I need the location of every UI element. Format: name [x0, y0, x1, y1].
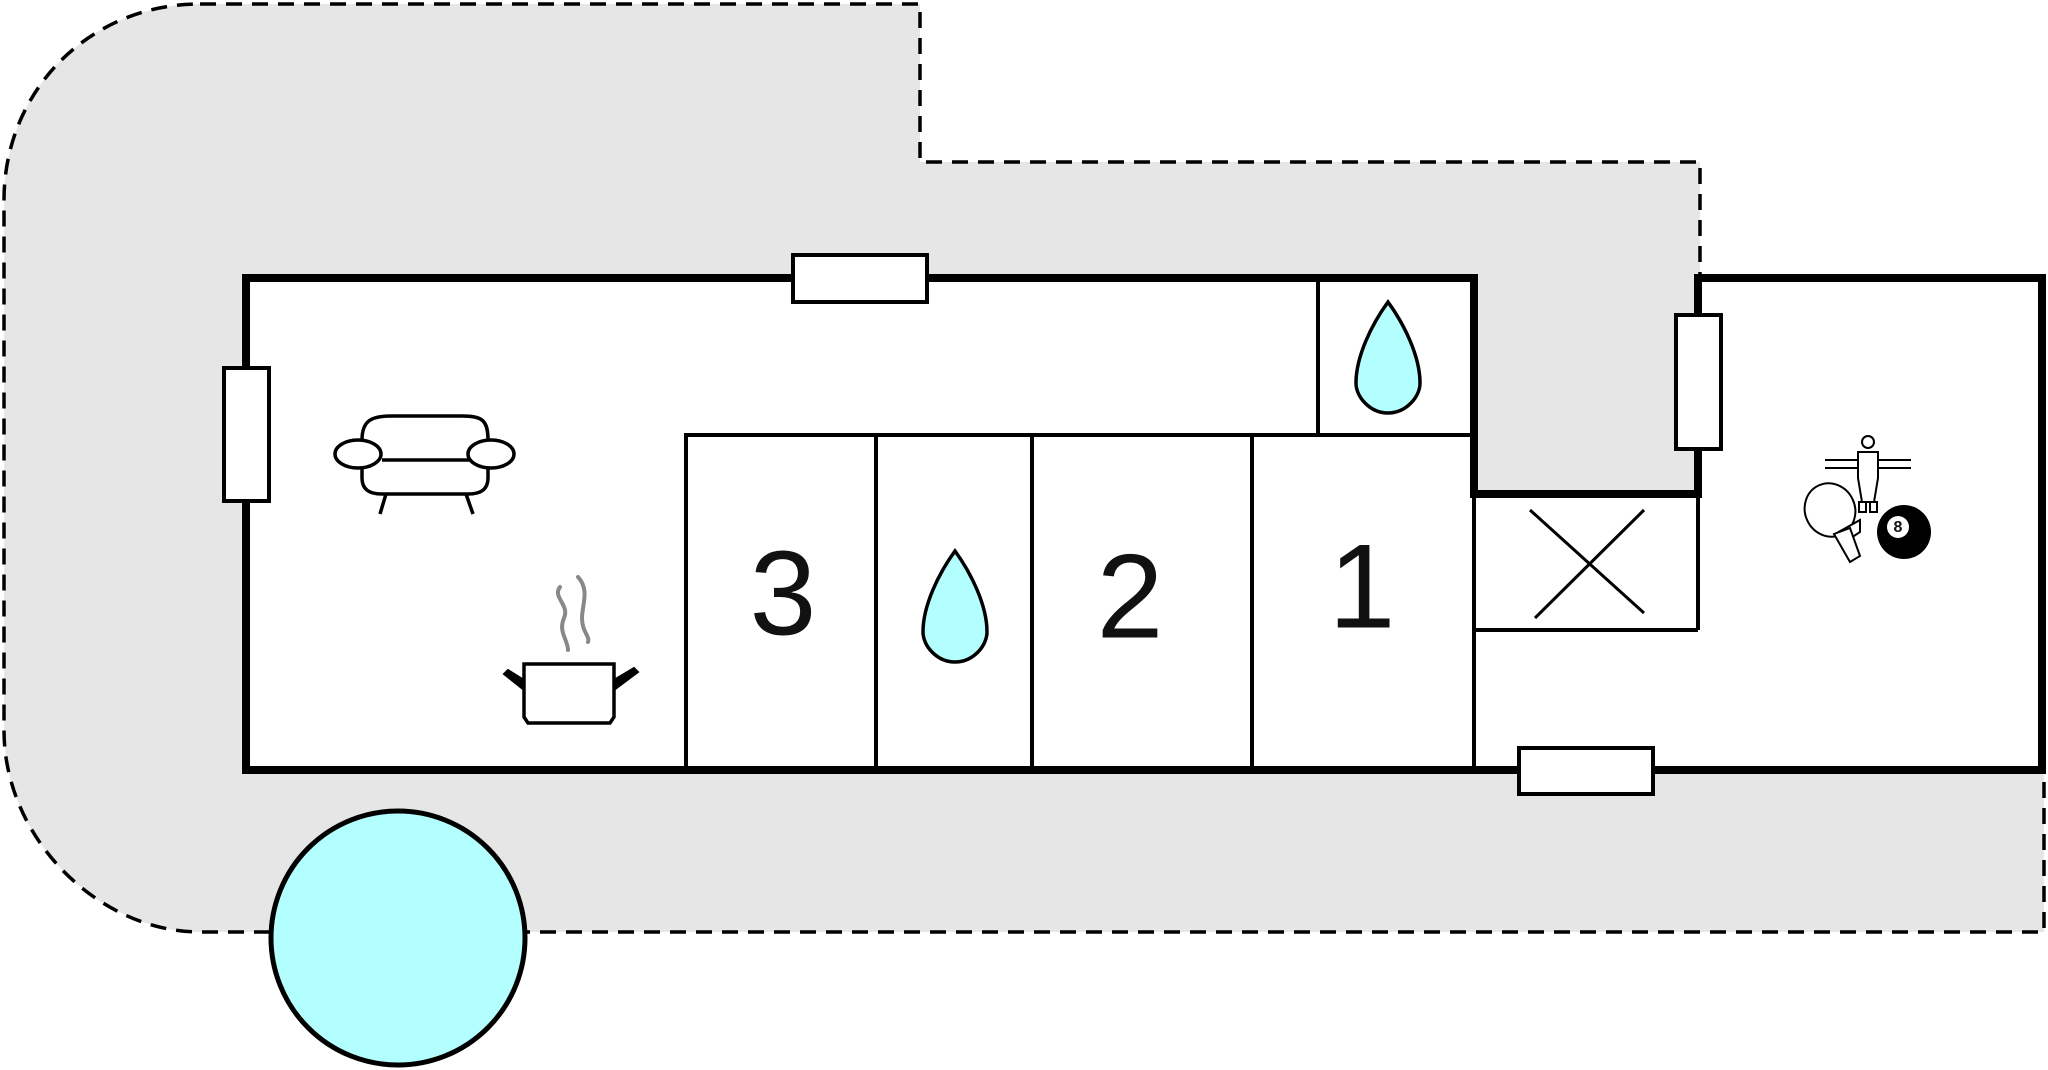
- room-number-2: 2: [1097, 530, 1164, 664]
- cooking-pot-icon: [502, 575, 640, 725]
- pool-circle: [268, 808, 528, 1068]
- window-bottom: [1517, 746, 1655, 796]
- window-top: [791, 253, 929, 304]
- interior-walls: [684, 278, 1700, 770]
- water-drop-icon: [921, 548, 989, 664]
- foosball-icon: [1825, 435, 1911, 513]
- sofa-icon: [333, 414, 516, 515]
- billiard-ball-number: 8: [1894, 519, 1903, 536]
- water-drop-icon: [1354, 299, 1422, 415]
- main-house-wall: [242, 274, 2046, 774]
- x-cross-icon: [1528, 508, 1646, 620]
- room-number-1: 1: [1329, 520, 1396, 654]
- table-tennis-icon: [1803, 482, 1862, 564]
- activity-room-floor: [1698, 278, 2042, 770]
- billiard-ball-icon: 8: [1877, 505, 1931, 559]
- main-house-floor: [246, 278, 1698, 770]
- window-left: [222, 366, 271, 503]
- room-number-3: 3: [750, 527, 817, 661]
- window-activity-room: [1674, 313, 1723, 451]
